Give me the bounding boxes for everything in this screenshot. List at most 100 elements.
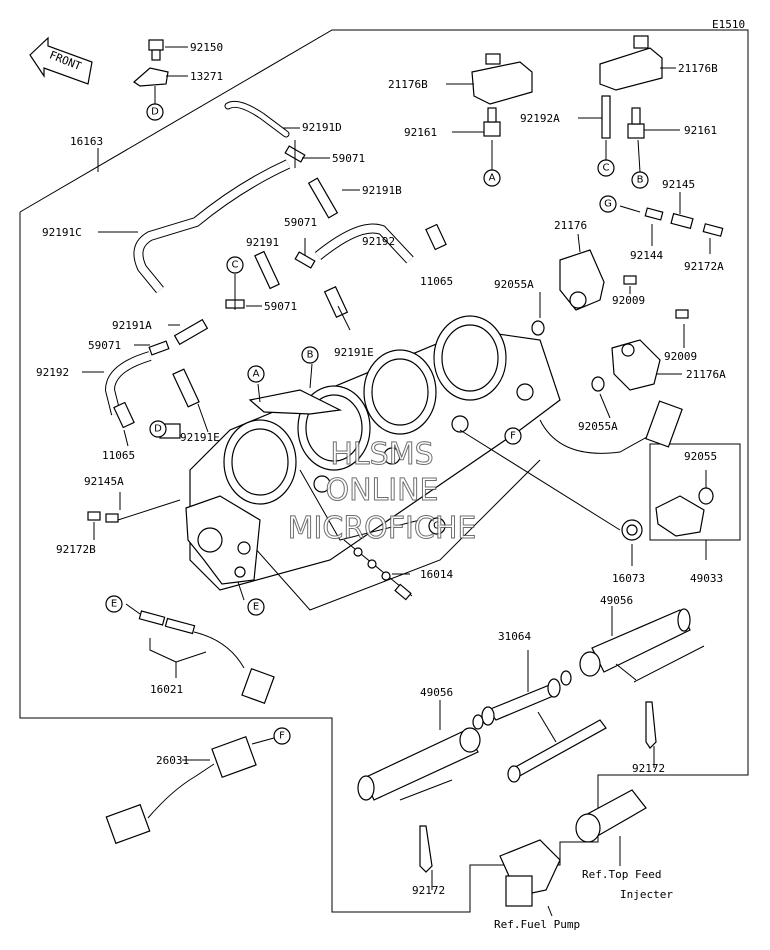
callout-59071-left: 59071 (88, 339, 121, 352)
callout-92191: 92191 (246, 236, 279, 249)
marker-E-wire: E (105, 595, 123, 613)
hose-92191 (254, 250, 280, 290)
svg-text:B: B (637, 175, 644, 186)
callout-21176A: 21176A (686, 368, 726, 381)
fuel-rail-16014 (343, 539, 413, 601)
joint-59071-c (225, 290, 245, 310)
sensor-92161-left (483, 107, 501, 137)
watermark-line-1: HLSMS (330, 437, 433, 472)
spring-92144 (644, 207, 664, 221)
svg-text:F: F (510, 431, 516, 442)
svg-text:F: F (279, 731, 285, 742)
cap-11065-right (425, 223, 447, 251)
callout-92172A: 92172A (684, 260, 724, 273)
assembly-frame (19, 29, 749, 913)
callout-13271: 13271 (190, 70, 223, 83)
callout-16073: 16073 (612, 572, 645, 585)
fuel-pipe (507, 719, 607, 783)
sensor-49033-box (649, 443, 741, 541)
wire-16021 (138, 610, 275, 705)
callout-92009-mid: 92009 (664, 350, 697, 363)
screw-92172-right (645, 701, 657, 749)
screw-92172-bottom (419, 825, 433, 873)
ref-top-feed-label: Ref.Top Feed (582, 868, 661, 881)
callout-59071-mid: 59071 (284, 216, 317, 229)
sensor-21176 (559, 249, 605, 311)
watermark-line-2: ONLINE (325, 473, 438, 508)
marker-F-body: F (504, 427, 522, 445)
front-arrow-icon: FRONT (29, 36, 93, 85)
marker-B-mid: B (301, 346, 319, 364)
callout-16014: 16014 (420, 568, 453, 581)
hose-92191E-low (172, 368, 200, 408)
marker-D-top: D (146, 103, 164, 121)
callout-92191A: 92191A (112, 319, 152, 332)
callout-92161-right: 92161 (684, 124, 717, 137)
screw-92009-top (623, 275, 637, 285)
callout-92192-mid: 92192 (362, 235, 395, 248)
marker-F-harness: F (273, 727, 291, 745)
ref-fuel-pump-label: Ref.Fuel Pump (494, 918, 580, 931)
svg-text:D: D (154, 424, 162, 435)
joint-59071-top (284, 140, 306, 168)
marker-A-sensor: A (483, 169, 501, 187)
callout-92145: 92145 (662, 178, 695, 191)
injector-49056-left (357, 727, 481, 801)
callout-92161-left: 92161 (404, 126, 437, 139)
marker-C-sensor: C (597, 159, 615, 177)
screw-92009-mid (675, 309, 689, 319)
hose-92191E-mid (323, 285, 349, 319)
callout-49056-left: 49056 (420, 686, 453, 699)
watermark-line-3: MICROFICHE (288, 511, 477, 546)
callout-11065-left: 11065 (102, 449, 135, 462)
callout-59071-c: 59071 (264, 300, 297, 313)
hose-92191A (173, 318, 209, 346)
diagram-code: E1510 (712, 18, 745, 31)
marker-G-body: G (428, 517, 446, 535)
callout-16163: 16163 (70, 135, 103, 148)
tube-92192A (601, 95, 611, 139)
callout-92191B: 92191B (362, 184, 402, 197)
screw-92172B (87, 511, 101, 521)
callout-92145A: 92145A (84, 475, 124, 488)
cap-11065-left (113, 401, 135, 429)
callout-92009-top: 92009 (612, 294, 645, 307)
injector-49056-right (579, 608, 691, 677)
callout-92144: 92144 (630, 249, 663, 262)
spring-92145A (105, 513, 119, 523)
marker-A-mid: A (247, 365, 265, 383)
callout-21176B-right: 21176B (678, 62, 718, 75)
watermark: HLSMS ONLINE MICROFICHE (287, 437, 477, 547)
svg-text:C: C (603, 163, 610, 174)
callout-92192A: 92192A (520, 112, 560, 125)
sensor-92161-right (627, 107, 645, 139)
sensor-21176B-left (471, 53, 533, 105)
callout-92055A-low: 92055A (578, 420, 618, 433)
fuel-joint-31064 (472, 670, 572, 730)
marker-D-left: D (149, 420, 167, 438)
callout-16021: 16021 (150, 683, 183, 696)
callout-59071-top: 59071 (332, 152, 365, 165)
joint-59071-mid (294, 238, 316, 269)
plate-ab (248, 389, 343, 415)
bolt-92150 (148, 39, 164, 61)
marker-G-spring: G (599, 195, 617, 213)
callout-49033: 49033 (690, 572, 723, 585)
svg-text:A: A (253, 369, 260, 380)
callout-92191D: 92191D (302, 121, 342, 134)
svg-text:D: D (151, 107, 159, 118)
svg-text:G: G (604, 199, 612, 210)
connector-harness-right (645, 400, 683, 448)
callout-92172B: 92172B (56, 543, 96, 556)
sensor-21176A (611, 339, 661, 391)
callout-26031: 26031 (156, 754, 189, 767)
svg-text:G: G (433, 521, 441, 532)
callout-49056-right: 49056 (600, 594, 633, 607)
pump-connector (499, 839, 561, 907)
svg-text:C: C (232, 260, 239, 271)
marker-E-bracket: E (247, 598, 265, 616)
callout-92055: 92055 (684, 450, 717, 463)
o-ring-92055A-low (591, 376, 605, 392)
callout-11065-right: 11065 (420, 275, 453, 288)
